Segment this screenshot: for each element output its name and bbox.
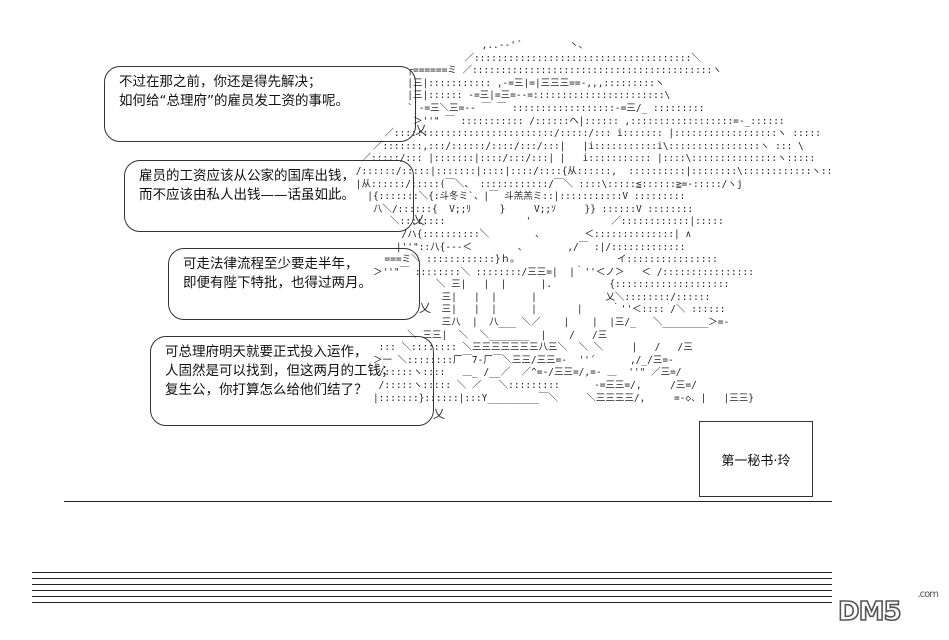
speech-bubble-1: 不过在那之前，你还是得先解决； 如何给“总理府”的雇员发工资的事呢。 乂 (104, 66, 427, 142)
bubble-3-line-1: 可走法律流程至少要走半年， (183, 256, 359, 272)
bubble-4-line-3: 复生公，你打算怎么给他们结了？ (165, 382, 368, 398)
ascii-art-character: ,..-‐'´￣￣￣￣｀丶、 ／::::::::::::::::::::::::… (355, 40, 830, 404)
speech-bubble-4: 可总理府明天就要正式投入运作， 人固然是可以找到，但这两月的工钱； 复生公，你打… (150, 336, 445, 426)
bubble-2-line-2: 而不应该由私人出钱——话虽如此。 (139, 187, 355, 203)
speech-bubble-2: 雇员的工资应该从公家的国库出钱， 而不应该由私人出钱——话虽如此。 乂 (124, 160, 425, 232)
character-name-plate: 第一秘书·玲 (699, 421, 813, 497)
bubble-2-line-1: 雇员的工资应该从公家的国库出钱， (139, 168, 355, 184)
divider-double-line-2 (32, 584, 832, 591)
bubble-4-line-1: 可总理府明天就要正式投入运作， (165, 344, 368, 360)
speech-bubble-3: 可走法律流程至少要走半年， 即便有陛下特批，也得过两月。 乂 (168, 248, 431, 320)
logo-brand: DM5 (837, 596, 902, 628)
bubble-tail: 乂 (412, 213, 425, 227)
bubble-tail: 乂 (432, 407, 445, 421)
bubble-tail: 乂 (414, 123, 427, 137)
bubble-tail: 乂 (418, 301, 431, 315)
dm5-logo: DM5 .com (837, 589, 939, 629)
divider-double-line-1 (32, 572, 832, 579)
character-name: 第一秘书·玲 (721, 453, 791, 469)
divider-double-line-3 (32, 596, 832, 603)
bubble-3-line-2: 即便有陛下特批，也得过两月。 (183, 275, 372, 291)
logo-sub: .com (917, 589, 939, 600)
ground-line (64, 501, 832, 502)
bubble-1-line-1: 不过在那之前，你还是得先解决； (119, 74, 322, 90)
bubble-1-line-2: 如何给“总理府”的雇员发工资的事呢。 (119, 93, 349, 109)
bubble-4-line-2: 人固然是可以找到，但这两月的工钱； (165, 363, 395, 379)
